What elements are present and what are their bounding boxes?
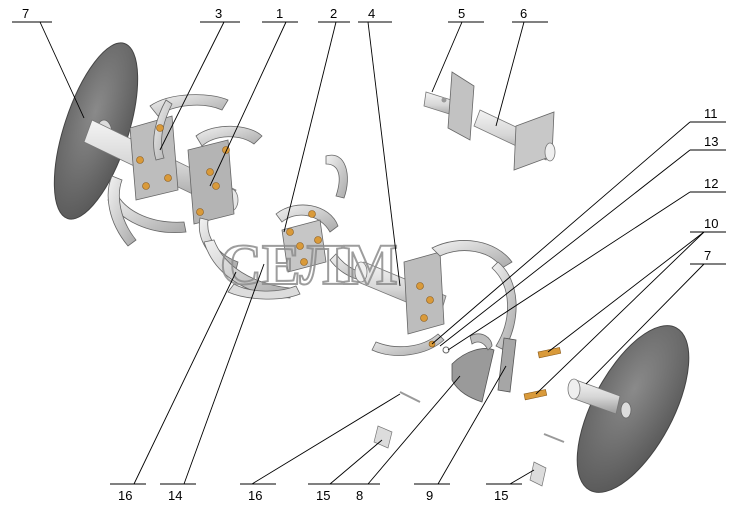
- callout-15-left: 15: [316, 488, 330, 503]
- callout-2: 2: [330, 6, 337, 21]
- callout-labels: 7 3 1 2 4 5 6 11 13 12 10 7 16 14 16 15 …: [22, 6, 718, 503]
- axle-part-5: [423, 71, 475, 141]
- callout-9: 9: [426, 488, 433, 503]
- middle-tiller-assembly: [203, 154, 517, 356]
- callout-8: 8: [356, 488, 363, 503]
- callout-11: 11: [704, 106, 718, 121]
- leader-lines: [12, 21, 726, 485]
- callout-14: 14: [168, 488, 182, 503]
- small-hardware: [373, 333, 565, 487]
- callout-5: 5: [458, 6, 465, 21]
- callout-6: 6: [520, 6, 527, 21]
- callout-4: 4: [368, 6, 375, 21]
- callout-16-left: 16: [118, 488, 132, 503]
- watermark: СЕЛМ: [220, 232, 398, 297]
- callout-13: 13: [704, 134, 718, 149]
- callout-10: 10: [704, 216, 718, 231]
- callout-12: 12: [704, 176, 718, 191]
- callout-16-middle: 16: [248, 488, 262, 503]
- axle-part-6: [473, 109, 556, 171]
- right-protective-disc: [567, 325, 690, 493]
- callout-7-left: 7: [22, 6, 29, 21]
- callout-3: 3: [215, 6, 222, 21]
- callout-15-right: 15: [494, 488, 508, 503]
- callout-7-right: 7: [704, 248, 711, 263]
- callout-1: 1: [276, 6, 283, 21]
